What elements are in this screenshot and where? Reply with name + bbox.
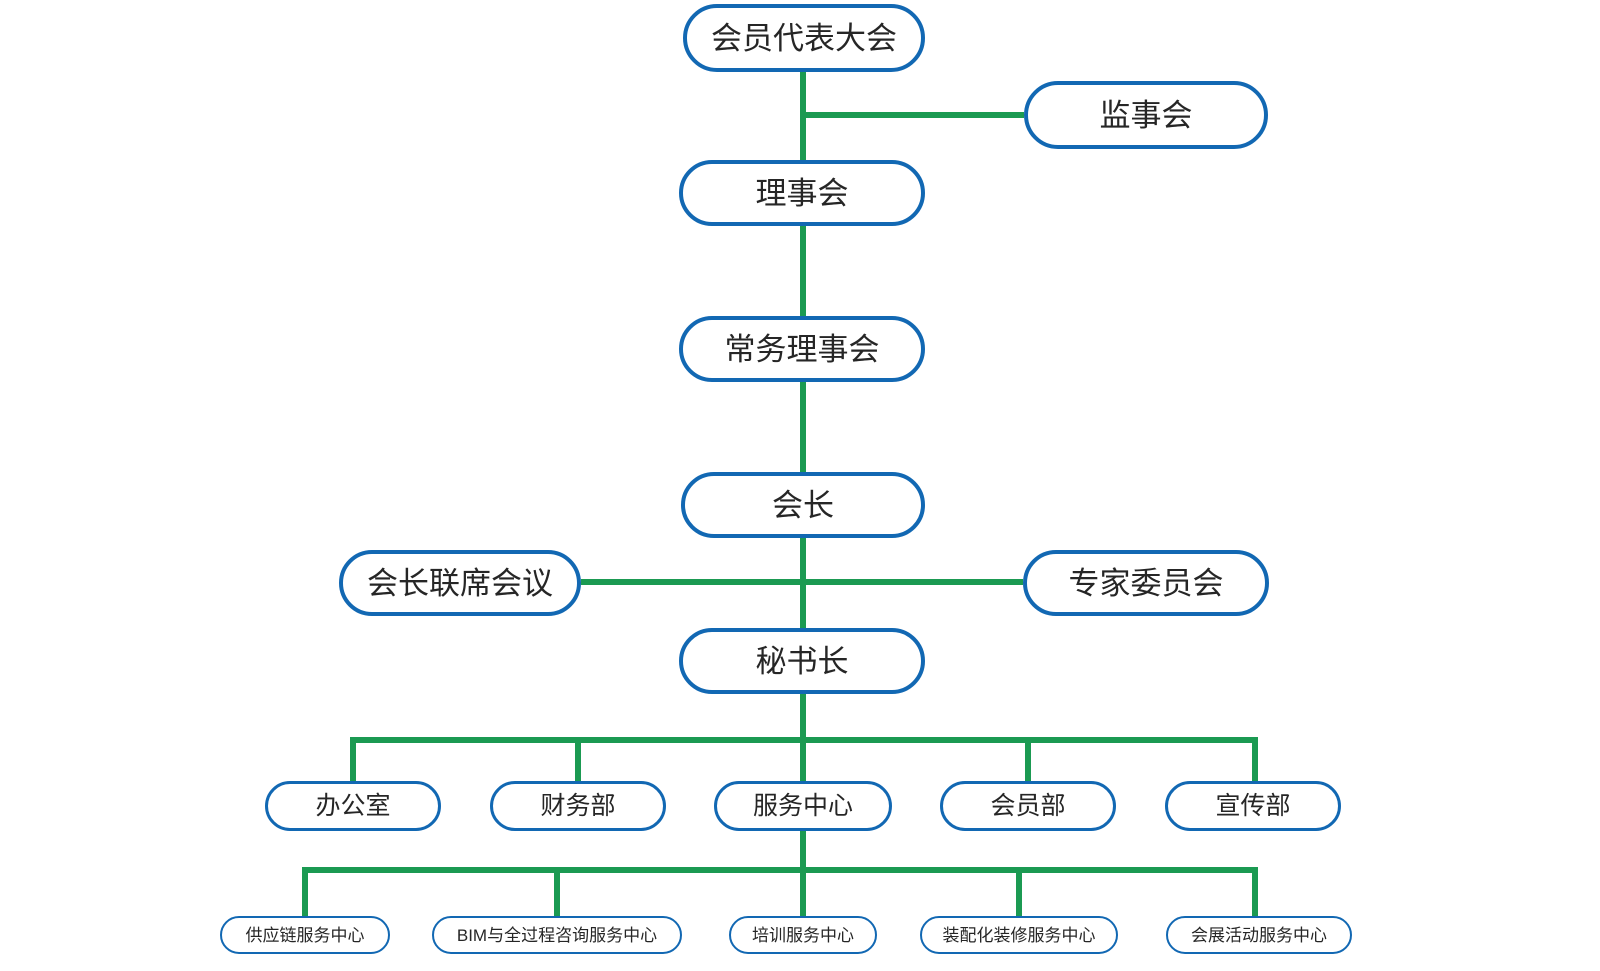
- node-supervisors[interactable]: 监事会: [1024, 81, 1268, 149]
- node-membership-dept-label: 会员部: [990, 791, 1066, 820]
- node-joint-meeting[interactable]: 会长联席会议: [339, 550, 581, 616]
- node-office[interactable]: 办公室: [265, 781, 441, 831]
- node-exhibition-service-center[interactable]: 会展活动服务中心: [1166, 916, 1352, 954]
- node-expert-committee[interactable]: 专家委员会: [1023, 550, 1269, 616]
- node-finance-dept-label: 财务部: [540, 791, 616, 820]
- node-standing-board[interactable]: 常务理事会: [679, 316, 925, 382]
- node-membership-dept[interactable]: 会员部: [940, 781, 1116, 831]
- node-board-label: 理事会: [755, 175, 849, 211]
- node-bim-consulting-service-center-label: BIM与全过程咨询服务中心: [456, 925, 658, 945]
- node-finance-dept[interactable]: 财务部: [490, 781, 666, 831]
- node-president-label: 会长: [772, 487, 834, 523]
- node-expert-committee-label: 专家委员会: [1068, 565, 1224, 601]
- node-secretary-general-label: 秘书长: [755, 643, 849, 679]
- node-service-center-label: 服务中心: [752, 791, 853, 820]
- node-publicity-dept[interactable]: 宣传部: [1165, 781, 1341, 831]
- node-training-service-center-label: 培训服务中心: [752, 925, 854, 945]
- node-assembly[interactable]: 会员代表大会: [683, 4, 925, 72]
- node-secretary-general[interactable]: 秘书长: [679, 628, 925, 694]
- node-training-service-center[interactable]: 培训服务中心: [729, 916, 877, 954]
- node-assembly-label: 会员代表大会: [711, 20, 897, 56]
- node-publicity-dept-label: 宣传部: [1215, 791, 1291, 820]
- node-supply-chain-service-center[interactable]: 供应链服务中心: [220, 916, 390, 954]
- node-supervisors-label: 监事会: [1099, 97, 1193, 133]
- node-board[interactable]: 理事会: [679, 160, 925, 226]
- node-exhibition-service-center-label: 会展活动服务中心: [1191, 925, 1327, 945]
- node-joint-meeting-label: 会长联席会议: [367, 565, 553, 601]
- node-bim-consulting-service-center[interactable]: BIM与全过程咨询服务中心: [432, 916, 682, 954]
- node-prefab-decoration-service-center-label: 装配化装修服务中心: [942, 925, 1096, 945]
- node-prefab-decoration-service-center[interactable]: 装配化装修服务中心: [920, 916, 1118, 954]
- node-standing-board-label: 常务理事会: [724, 331, 880, 367]
- node-supply-chain-service-center-label: 供应链服务中心: [245, 925, 365, 945]
- node-president[interactable]: 会长: [681, 472, 925, 538]
- node-service-center[interactable]: 服务中心: [714, 781, 892, 831]
- node-office-label: 办公室: [315, 791, 391, 820]
